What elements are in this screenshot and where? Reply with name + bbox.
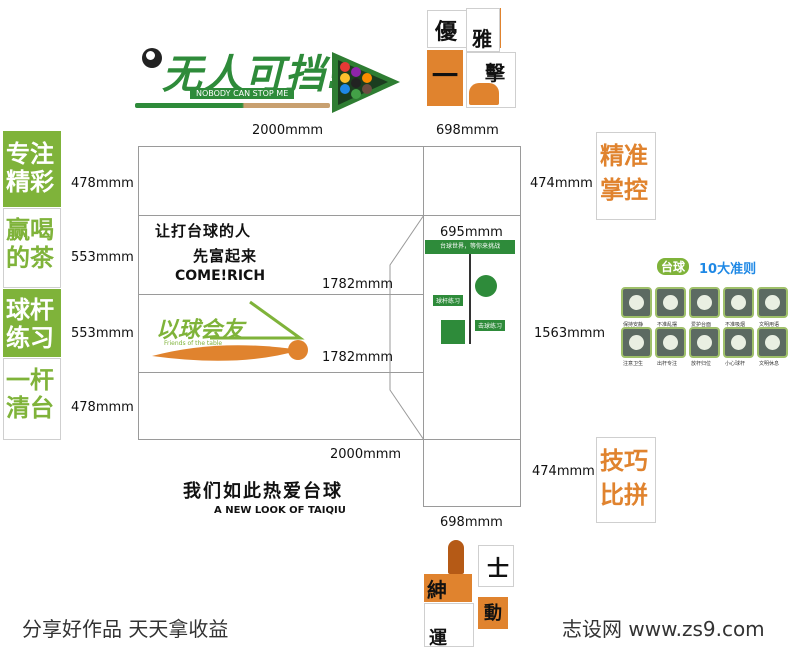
left-panel-2: [3, 208, 61, 288]
rules-board: 台球 10大准则 保持安静 不准乱摆 爱护台面 不准吸烟 文明用语 注意卫生 出…: [615, 255, 800, 367]
dim-top-width: 2000mmm: [252, 123, 324, 138]
bottom-panel-char: 運: [429, 628, 447, 649]
right-panel-upper: 精准掌控: [596, 132, 656, 220]
wall-logo-text: 以球会友: [156, 318, 245, 343]
left-panel-3: [3, 289, 61, 357]
signpost-circle: [475, 275, 497, 297]
left-panel-4: [3, 358, 61, 440]
rule-label: 不准吸烟: [725, 322, 746, 328]
signpost-pole: [469, 254, 471, 344]
top-panel-4: 一: [427, 50, 463, 106]
dim-bottom-right-width: 698mmm: [440, 515, 503, 530]
rule-label: 小心球杆: [725, 361, 746, 367]
left-panel-text: 一杆清台: [6, 365, 54, 422]
wall-right-top: [423, 146, 521, 216]
footer-left: 分享好作品 天天拿收益: [22, 617, 229, 641]
bottom-panel-char: 士: [487, 556, 510, 582]
cue-stick: [135, 103, 330, 108]
rule-tile: [723, 287, 754, 318]
signpost-top-sign: 台球世界，等你来挑战: [425, 240, 515, 254]
top-panel-char: 一: [432, 62, 459, 92]
player-silhouette: [469, 83, 499, 105]
top-panel-char: 優: [435, 19, 458, 45]
top-panel-1: 優: [427, 10, 467, 48]
wall-footer-en: A NEW LOOK OF TAIQIU: [214, 505, 346, 516]
rule-tile: [689, 327, 720, 358]
dim-mid-1: 1782mmm: [322, 277, 394, 292]
bottom-panel-1: 士: [478, 545, 514, 587]
dim-mid-2: 1782mmm: [322, 350, 394, 365]
dim-right-panel-width: 695mmm: [440, 225, 503, 240]
bottom-panel-2: 紳: [424, 574, 472, 602]
wall-logo: 以球会友 Friends of the table: [150, 298, 315, 370]
right-panel-text: 技巧比拼: [600, 446, 648, 509]
bottom-panel-4: 運: [424, 603, 474, 649]
dim-top-right-width: 698mmm: [436, 123, 499, 138]
wall-section-1: [138, 146, 424, 216]
dim-left-3: 553mmm: [71, 326, 134, 341]
dim-bottom-width: 2000mmm: [330, 447, 402, 462]
left-panel-text: 专注精彩: [6, 139, 54, 196]
wall-logo-en: Friends of the table: [164, 340, 223, 347]
rule-label: 保持安静: [623, 322, 644, 328]
bottom-panel-char: 紳: [427, 578, 447, 602]
rule-tile: [689, 287, 720, 318]
bottom-panel-3: 動: [478, 597, 508, 629]
rule-label: 出杆专注: [657, 361, 678, 367]
footer-right: 志设网 www.zs9.com: [562, 617, 765, 641]
bottom-panel-char: 動: [484, 603, 502, 624]
rule-tile: [757, 287, 788, 318]
logo-triangle: [152, 300, 308, 361]
dim-left-1: 478mmm: [71, 176, 134, 191]
rules-title-badge: 台球: [657, 258, 690, 275]
rule-label: 文明休息: [759, 361, 780, 367]
right-panel-text: 精准掌控: [600, 141, 648, 204]
wall-right-bottom: [423, 439, 521, 507]
seated-player-silhouette: [448, 540, 464, 574]
signpost-right-sign: 击球练习: [475, 320, 506, 331]
signpost: 台球世界，等你来挑战 球杆练习 击球练习: [425, 240, 520, 350]
rule-tile: [723, 327, 754, 358]
rules-title: 10大准则: [699, 262, 757, 277]
wall-slogan-line1: 让打台球的人: [155, 222, 252, 240]
rule-tile: [655, 327, 686, 358]
rule-label: 放杆归位: [691, 361, 712, 367]
eight-ball-icon: [142, 48, 162, 68]
rule-label: 爱护台面: [691, 322, 712, 328]
rule-label: 文明用语: [759, 322, 780, 328]
wall-angle-lines: [389, 215, 425, 440]
top-panel-char: 擊: [485, 61, 505, 85]
dim-left-4: 478mmm: [71, 400, 134, 415]
signpost-left-sign: 球杆练习: [433, 295, 464, 306]
right-panel-lower: 技巧比拼: [596, 437, 656, 523]
rule-label: 不准乱摆: [657, 322, 678, 328]
wall-footer-cn: 我们如此热爱台球: [183, 481, 343, 502]
rule-tile: [621, 327, 652, 358]
top-panel-5: 擊: [466, 52, 516, 108]
dim-right-2: 1563mmm: [534, 326, 606, 341]
left-panel-text: 球杆练习: [6, 295, 54, 352]
wall-slogan-en: COME!RICH: [175, 268, 266, 284]
banner-slogan-en: NOBODY CAN STOP ME: [190, 88, 295, 99]
wall-section-4: [138, 372, 424, 440]
top-panel-char: 雅: [472, 27, 492, 51]
dim-right-1: 474mmm: [530, 176, 593, 191]
top-panel-3: 雅: [466, 8, 500, 52]
wall-slogan-line2: 先富起来: [193, 247, 258, 265]
left-panel-1: [3, 131, 61, 207]
rule-tile: [621, 287, 652, 318]
rule-label: 注意卫生: [623, 361, 644, 367]
signpost-square: [441, 320, 465, 344]
dim-left-2: 553mmm: [71, 250, 134, 265]
dim-right-3: 474mmm: [532, 464, 595, 479]
left-panel-text: 赢喝的茶: [6, 215, 54, 272]
rule-tile: [757, 327, 788, 358]
rack-balls: [340, 62, 378, 104]
top-banner: 无人可挡! NOBODY CAN STOP ME: [130, 40, 405, 120]
rule-tile: [655, 287, 686, 318]
